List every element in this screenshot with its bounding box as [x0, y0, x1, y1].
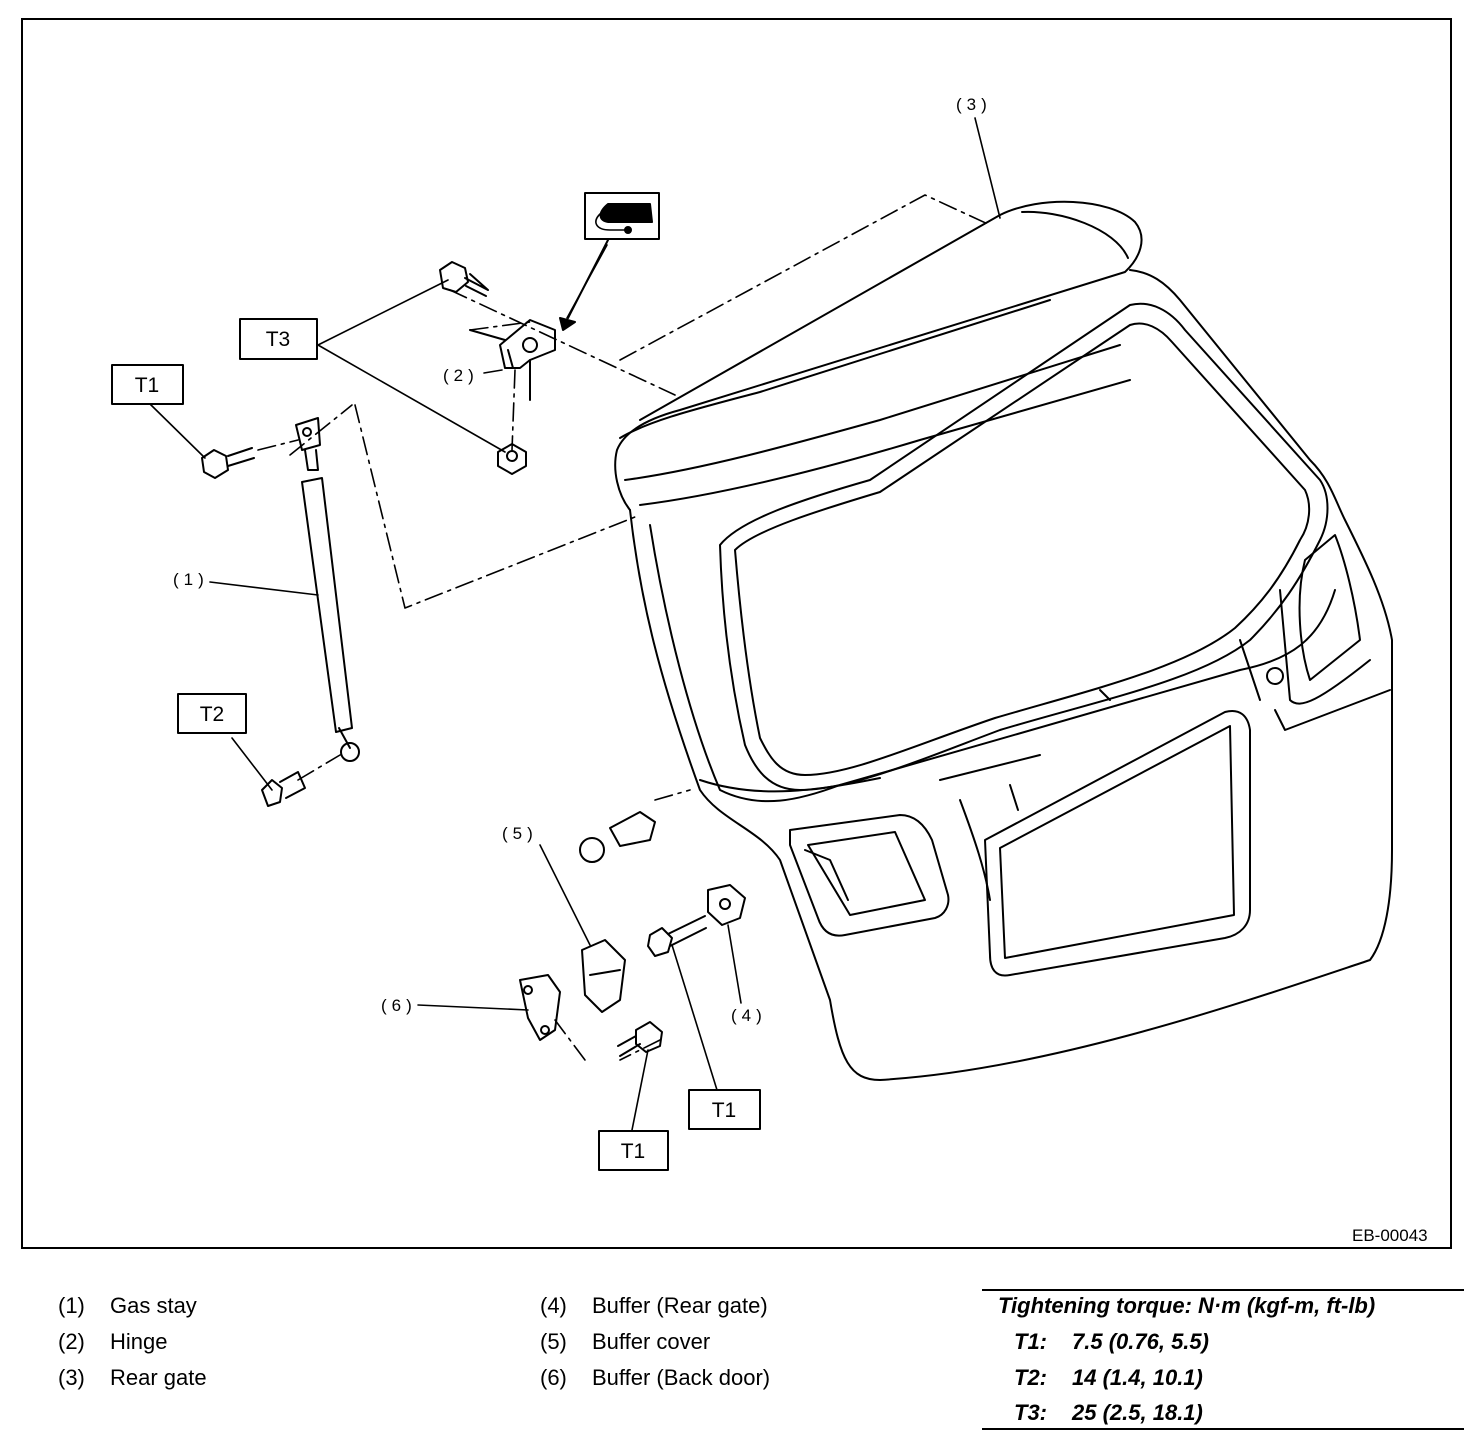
- torque-row-value: 14 (1.4, 10.1): [1072, 1365, 1203, 1390]
- legend-number: (4): [540, 1293, 567, 1318]
- torque-row-value: 7.5 (0.76, 5.5): [1072, 1329, 1209, 1354]
- torque-label-t3: T3: [266, 328, 291, 351]
- torque-box-t2: [177, 693, 247, 734]
- table-rule-bottom: [982, 1428, 1464, 1430]
- torque-box-t1-bottom: [598, 1130, 669, 1171]
- figure-code: EB-00043: [1352, 1226, 1428, 1245]
- legend-text: Rear gate: [110, 1365, 207, 1390]
- callout-3: (3): [956, 95, 992, 114]
- legend-number: (6): [540, 1365, 567, 1390]
- callout-6: (6): [381, 996, 417, 1015]
- torque-box-t1-top: [111, 364, 184, 405]
- grease-application-icon: [584, 192, 660, 240]
- hinge-part: [469, 319, 556, 401]
- torque-box-t3: [239, 318, 318, 360]
- leader-lines: [149, 117, 1001, 1131]
- diagram-frame: [21, 18, 1452, 1249]
- callout-2: (2): [443, 366, 479, 385]
- torque-label-t1-top: T1: [135, 374, 160, 397]
- bolt-t1-bottom: [617, 1021, 663, 1057]
- bolt-t1-upper: [201, 447, 255, 479]
- torque-box-t1-mid: [688, 1089, 761, 1130]
- legend-number: (1): [58, 1293, 85, 1318]
- torque-row-label: T3:: [1014, 1400, 1047, 1425]
- torque-table-title: Tightening torque: N·m (kgf-m, ft-lb): [998, 1293, 1376, 1318]
- legend-text: Buffer (Back door): [592, 1365, 771, 1390]
- bolt-t3-upper: [439, 261, 489, 297]
- callout-1: (1): [173, 570, 209, 589]
- bolt-t1-middle: [647, 915, 707, 957]
- buffer-back-door: [519, 974, 561, 1041]
- legend-text: Buffer cover: [592, 1329, 711, 1354]
- torque-row-value: 25 (2.5, 18.1): [1072, 1400, 1203, 1425]
- gas-stay: [295, 417, 360, 762]
- torque-row-label: T2:: [1014, 1365, 1047, 1390]
- legend-number: (5): [540, 1329, 567, 1354]
- stud-t2: [261, 771, 306, 807]
- grommet: [579, 811, 656, 863]
- nut-t3-lower: [497, 443, 527, 475]
- table-rule-top: [982, 1289, 1464, 1291]
- callout-4: (4): [731, 1006, 767, 1025]
- legend-number: (3): [58, 1365, 85, 1390]
- legend-text: Buffer (Rear gate): [592, 1293, 768, 1318]
- torque-label-t1-mid: T1: [712, 1099, 737, 1122]
- torque-row-label: T1:: [1014, 1329, 1047, 1354]
- reference-lines: [257, 194, 991, 1061]
- legend-number: (2): [58, 1329, 85, 1354]
- callout-5: (5): [502, 824, 538, 843]
- legend-text: Gas stay: [110, 1293, 197, 1318]
- buffer-cover: [581, 939, 626, 1013]
- torque-label-t2: T2: [200, 703, 225, 726]
- rear-gate: [614, 200, 1393, 1081]
- legend-text: Hinge: [110, 1329, 168, 1354]
- buffer-rear-gate: [707, 884, 746, 926]
- torque-label-t1-bottom: T1: [621, 1140, 646, 1163]
